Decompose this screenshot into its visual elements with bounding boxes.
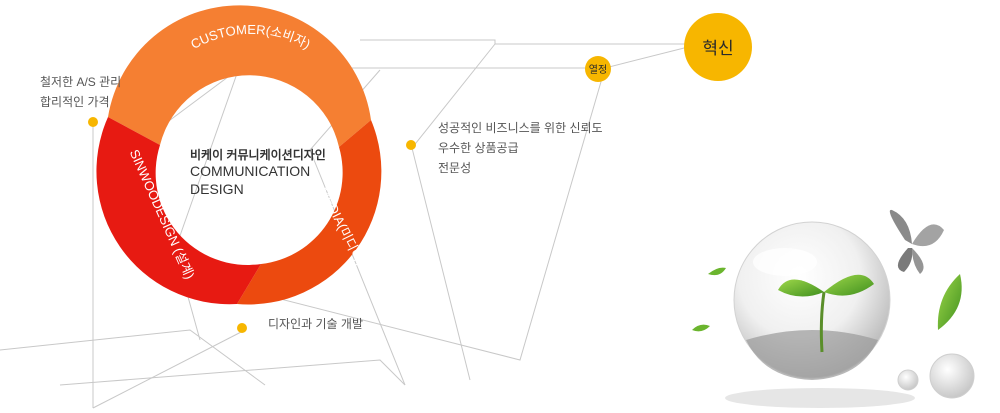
innovation-badge-circle (684, 13, 752, 81)
cycle-ring (96, 5, 382, 305)
callout-bottom: 디자인과 기술 개발 (268, 317, 363, 331)
globe-shadow (725, 388, 915, 408)
center-subtitle: 비케이 커뮤니케이션디자인 (190, 148, 326, 162)
globe-highlight (753, 248, 817, 276)
connector-line-bottom-left (92, 329, 246, 409)
water-drop-small (897, 369, 919, 391)
center-title: COMMUNICATION DESIGN (190, 162, 310, 198)
connector-line-right-diagonal (411, 43, 496, 381)
callout-right-dot (406, 140, 416, 150)
water-drop-large (929, 353, 975, 399)
segment-sinwoo (96, 117, 262, 305)
sprout-leaf-left (778, 279, 824, 297)
leaf-right (937, 274, 962, 330)
callout-bottom-dot (237, 323, 247, 333)
globe-soil (746, 330, 878, 380)
passion-badge-label: 열정 (589, 64, 607, 76)
connector-line-top-right (360, 39, 700, 45)
center-title-line1: COMMUNICATION (190, 163, 311, 179)
sprout-stem (819, 291, 826, 353)
leaf-small-left (708, 267, 726, 276)
callout-right-line2: 우수한 상품공급 (438, 141, 519, 155)
connector-line-bottom (59, 359, 406, 386)
butterfly-icon (889, 209, 944, 274)
passion-badge-circle (585, 56, 611, 82)
innovation-badge-label: 혁신 (702, 39, 733, 58)
segment-customer (108, 5, 371, 147)
callout-left-dot (88, 117, 98, 127)
callout-left-line2: 합리적인 가격 (40, 95, 110, 109)
center-title-line2: DESIGN (190, 181, 244, 197)
connector-line-left-low (0, 329, 266, 386)
globe-sprout-illustration (692, 209, 975, 408)
callout-right: 성공적인 비즈니스를 위한 신뢰도 우수한 상품공급 전문성 (438, 118, 603, 178)
callout-right-line3: 전문성 (438, 161, 472, 175)
callout-left: 철저한 A/S 관리 합리적인 가격 (40, 72, 121, 112)
connector-line-far-right (244, 43, 701, 361)
callout-right-line1: 성공적인 비즈니스를 위한 신뢰도 (438, 121, 603, 135)
leaf-small-bottom (692, 324, 710, 332)
callout-left-line1: 철저한 A/S 관리 (40, 75, 122, 89)
sprout-leaf-right (824, 274, 874, 296)
segment-media (237, 120, 382, 305)
